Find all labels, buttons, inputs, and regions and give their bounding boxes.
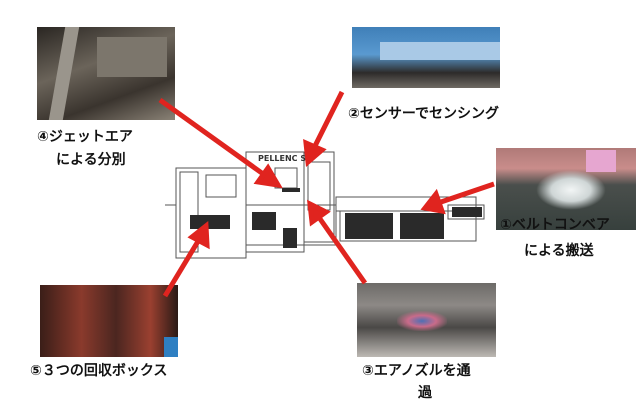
photo-air-nozzle xyxy=(357,283,496,357)
photo-jet-air xyxy=(37,27,175,120)
arrows xyxy=(158,90,495,298)
photo-belt-conveyor xyxy=(496,148,636,230)
label-step5: ⑤３つの回収ボックス xyxy=(30,363,168,379)
arrowhead-nozzle xyxy=(307,199,331,227)
label-step2: ②センサーでセンシング xyxy=(348,106,500,122)
arrowhead-belt xyxy=(420,188,446,215)
arrowhead-sensor xyxy=(303,138,327,167)
machine-brand: PELLENC ST xyxy=(258,154,312,163)
arrow-nozzle xyxy=(315,214,368,285)
arrow-belt xyxy=(437,181,495,206)
arrowhead-boxes xyxy=(187,221,210,250)
arrow-jet-air xyxy=(158,97,268,179)
photo-collection-boxes xyxy=(40,285,178,357)
arrow-sensor xyxy=(311,90,345,150)
label-step3-line1: ③エアノズルを通 xyxy=(362,363,471,379)
photo-sensor xyxy=(352,27,500,88)
arrowhead-jet-air xyxy=(253,163,283,189)
label-step1-line1: ①ベルトコンベア xyxy=(500,217,610,233)
label-step4-line1: ④ジェットエア xyxy=(37,129,133,145)
arrow-boxes xyxy=(162,236,203,298)
label-step4-line2: による分別 xyxy=(56,152,126,168)
label-step1-line2: による搬送 xyxy=(524,243,594,259)
label-step3-line2: 過 xyxy=(418,385,432,400)
